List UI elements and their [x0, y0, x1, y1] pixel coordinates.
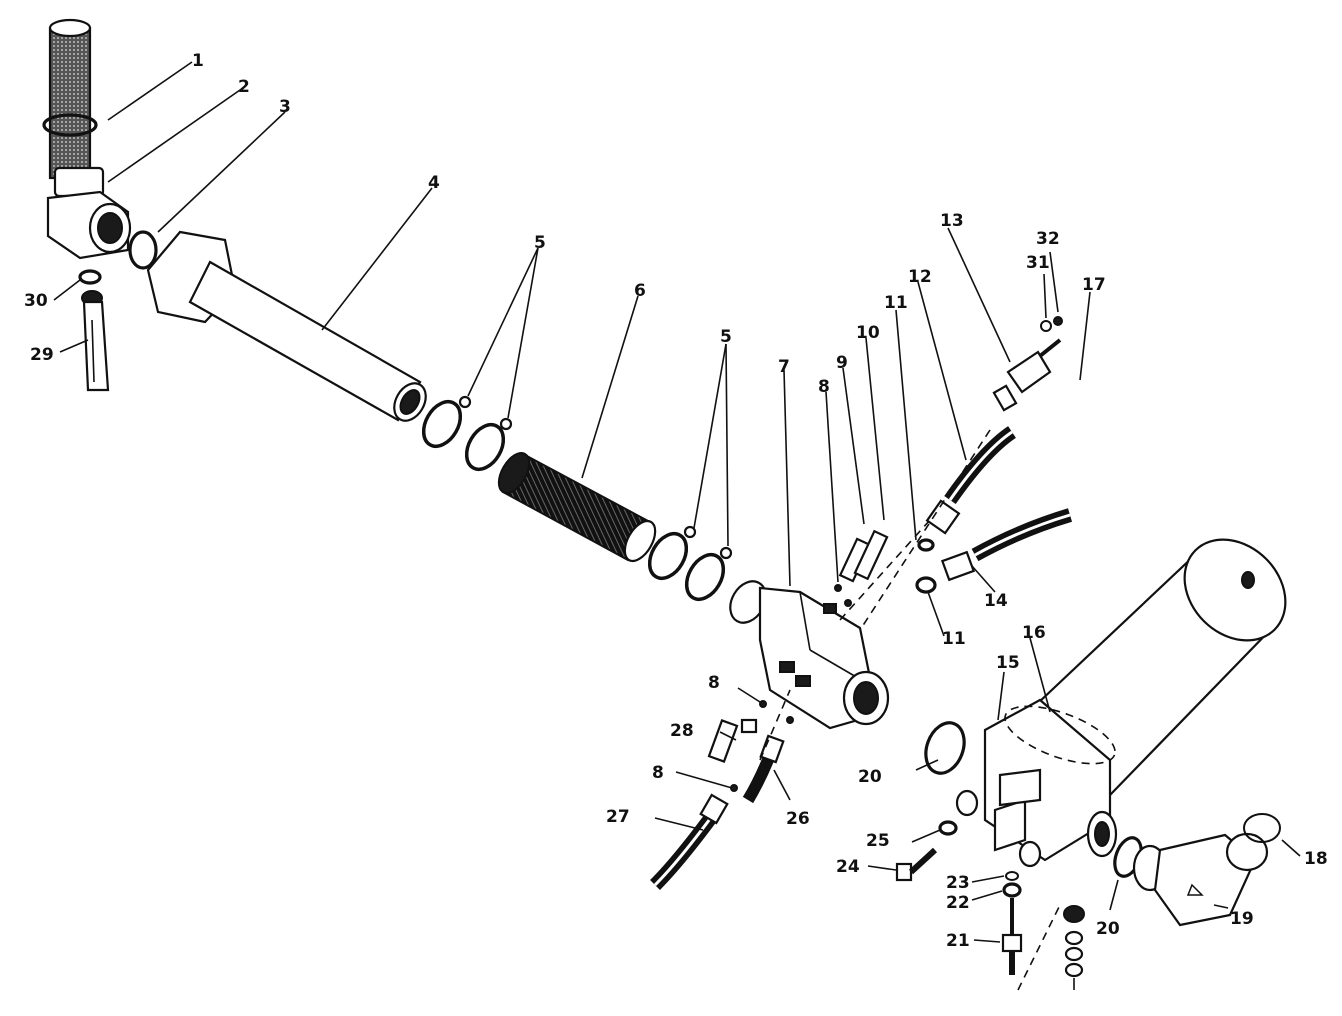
label-16: 16	[1022, 623, 1046, 643]
label-4: 4	[428, 173, 440, 193]
elbow-19	[1132, 832, 1269, 927]
elbow-fitting-part	[46, 166, 132, 260]
washer-11-lower	[915, 576, 937, 594]
washer-30	[78, 269, 102, 285]
hose-clamps-right	[647, 525, 733, 602]
pipe-with-nut-part	[146, 230, 427, 422]
label-17: 17	[1082, 275, 1106, 295]
label-23: 23	[946, 873, 970, 893]
washer-23	[1005, 871, 1019, 881]
valve-21	[1001, 898, 1023, 975]
label-9: 9	[836, 353, 848, 373]
label-14: 14	[984, 591, 1008, 611]
label-26: 26	[786, 809, 810, 829]
label-29: 29	[30, 345, 54, 365]
label-8c: 8	[652, 763, 664, 783]
hose-12	[925, 426, 1017, 535]
washer-stack	[1063, 905, 1085, 990]
label-18: 18	[1304, 849, 1328, 869]
manifold-block-part	[729, 580, 890, 730]
washer-25	[938, 820, 958, 836]
label-5a: 5	[534, 233, 546, 253]
filter-head-15	[955, 698, 1118, 868]
o-ring-3	[128, 230, 158, 270]
label-12: 12	[908, 267, 932, 287]
strainer-tube-part	[42, 18, 98, 180]
bolt-24	[895, 847, 938, 882]
label-8a: 8	[818, 377, 830, 397]
label-1: 1	[192, 51, 204, 71]
label-7: 7	[778, 357, 790, 377]
fitting-28	[707, 718, 758, 764]
ribbed-hose-part	[497, 452, 657, 563]
label-28: 28	[670, 721, 694, 741]
hose-27	[650, 793, 729, 890]
leader-lines	[53, 61, 1301, 943]
washer-22	[1002, 882, 1022, 898]
hose-26	[742, 734, 785, 804]
label-10: 10	[856, 323, 880, 343]
label-6: 6	[634, 281, 646, 301]
label-24: 24	[836, 857, 860, 877]
label-3: 3	[279, 97, 291, 117]
label-20a: 20	[858, 767, 882, 787]
hose-14	[940, 508, 1073, 582]
label-8b: 8	[708, 673, 720, 693]
washer-11-upper	[917, 538, 935, 552]
label-22: 22	[946, 893, 970, 913]
drain-tube-29	[81, 290, 110, 392]
label-31: 31	[1026, 253, 1050, 273]
label-15: 15	[996, 653, 1020, 673]
label-2: 2	[238, 77, 250, 97]
label-13: 13	[940, 211, 964, 231]
o-ring-20-left	[924, 721, 966, 775]
filter-canister-17	[1018, 538, 1287, 797]
hose-clamps-left	[421, 395, 513, 472]
label-25: 25	[866, 831, 890, 851]
label-11b: 11	[942, 629, 966, 649]
label-5b: 5	[720, 327, 732, 347]
label-30: 30	[24, 291, 48, 311]
label-32: 32	[1036, 229, 1060, 249]
fitting-13	[992, 316, 1063, 412]
label-11a: 11	[884, 293, 908, 313]
label-21: 21	[946, 931, 970, 951]
label-27: 27	[606, 807, 630, 827]
label-19: 19	[1230, 909, 1254, 929]
part-number-labels: 1 2 3 4 5 6 5 7 8 9 10 11 12 13 32 31 17…	[24, 51, 1328, 951]
o-ring-18	[1243, 813, 1281, 843]
label-20b: 20	[1096, 919, 1120, 939]
